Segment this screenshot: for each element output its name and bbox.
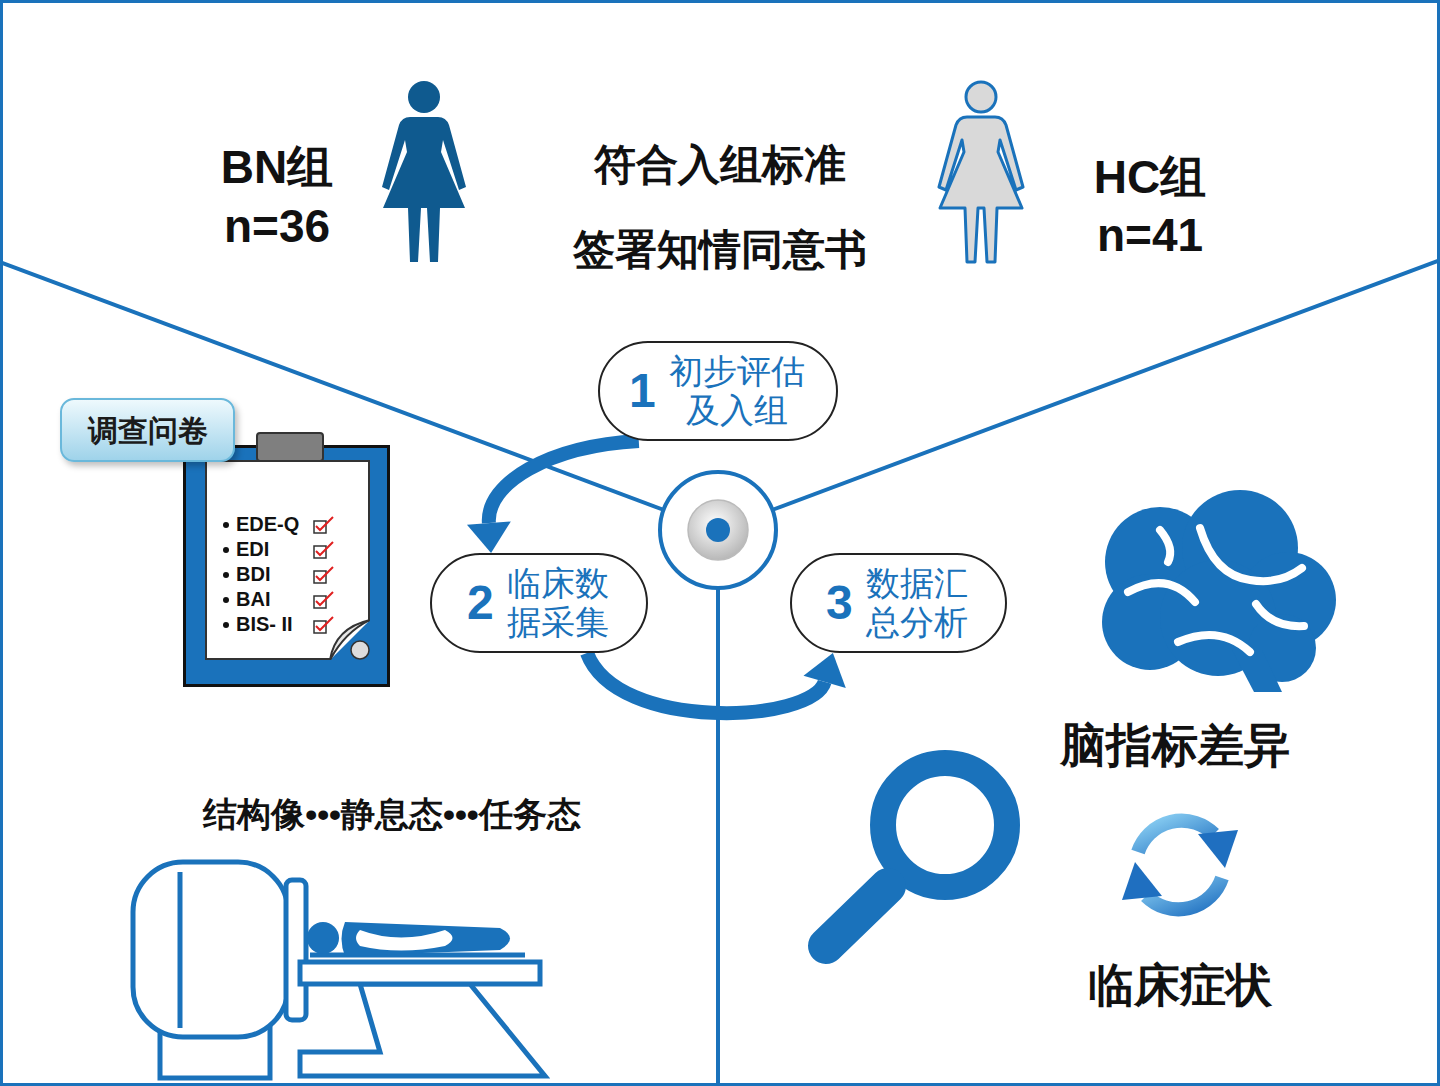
list-row: EDE-Q [186,512,387,537]
callout-text: 调查问卷 [88,414,208,447]
check-mark [316,542,333,555]
text-label: 临床症状 [1088,960,1272,1011]
bullet-dot [223,547,229,553]
check-box [312,515,336,535]
step-number: 1 [629,367,656,415]
list-row: BAI [186,587,387,612]
check-mark [316,567,333,580]
check-mark [316,517,333,530]
list-row: BIS- II [186,612,387,637]
text-label: n=36 [224,201,330,252]
check-box [312,565,336,585]
brain-stem [1232,650,1282,692]
brain-fold [1160,530,1170,562]
divider-line [772,260,1440,510]
clip-top [256,432,324,462]
icon-body [382,117,466,262]
folded-corner [330,620,370,660]
step-number: 3 [826,579,853,627]
check-mark [316,617,333,630]
female-icon-grey [939,82,1023,262]
text-label: HC组 [1094,152,1206,203]
magnifier-icon [826,763,1007,946]
flow-arrow [587,653,846,713]
list-item: BAI [236,588,270,610]
scanner-gantry [133,862,288,1037]
arrow-shaft [587,653,825,713]
sync-head [1198,830,1238,868]
step-pill: 3数据汇 总分析 [790,553,1007,653]
step-text: 数据汇 总分析 [865,564,970,642]
step-text: 临床数 据采集 [506,564,611,642]
flow-arrow [467,441,639,553]
text-label: 签署知情同意书 [573,227,867,273]
divider-line [716,588,720,1086]
text-label: BN组 [221,142,333,193]
callout-bubble: 调查问卷 [60,398,235,462]
text-label: 结构像•••静息态•••任务态 [203,796,580,833]
list-item: EDE-Q [236,513,299,535]
list-item: EDI [236,538,269,560]
checklist: EDE-Q EDI BDI BAI BIS- II [186,512,387,637]
check-mark [316,592,333,605]
step-number: 2 [467,579,494,627]
mri-scanner [133,862,545,1078]
hub-ring [660,472,776,588]
arrow-head [804,653,846,688]
step-text: 初步评估 及入组 [668,352,807,430]
magnifier-lens [883,763,1007,887]
hub-disc [688,500,748,560]
brain-fold [1128,583,1195,602]
step-pill: 2临床数 据采集 [430,553,648,653]
list-item: BIS- II [236,613,293,635]
magnifier-handle [826,886,888,946]
center-hub [660,472,776,588]
brain-fold [1256,604,1304,626]
table-bed [310,953,525,958]
brain-icon [1102,490,1336,692]
table-stand [300,984,545,1076]
brain-folds [1128,528,1304,652]
folded-flap [330,620,370,660]
icon-head [966,82,996,112]
clipboard: EDE-Q EDI BDI BAI BIS- II [183,445,390,687]
hub-dot [706,518,730,542]
arrow-shaft [489,441,639,523]
check-box [312,590,336,610]
text-label: 符合入组标准 [594,142,846,188]
arrow-head [467,522,511,553]
brain-fold [1178,635,1250,652]
icon-head [408,81,440,113]
bullet-dot [223,522,229,528]
step-pill: 1初步评估 及入组 [598,341,838,441]
icon-body [939,117,1023,262]
text-label: n=41 [1097,210,1203,261]
sync-head [1122,862,1162,900]
brain-fold [1200,528,1302,581]
bullet-dot [223,597,229,603]
scanner-line [178,872,183,1028]
paper-badge [351,641,369,659]
bullet-dot [223,622,229,628]
patient-blanket [356,930,453,951]
list-row: EDI [186,537,387,562]
patient-body [342,922,511,956]
scanner-bore [286,880,306,1020]
bullet-dot [223,572,229,578]
scanner-table [300,962,540,984]
check-box [312,540,336,560]
list-row: BDI [186,562,387,587]
female-icon-dark [382,81,466,262]
sync-arrows [1122,821,1238,910]
patient-head [307,922,339,954]
list-item: BDI [236,563,270,585]
text-label: 脑指标差异 [1060,720,1290,771]
check-box [312,615,336,635]
